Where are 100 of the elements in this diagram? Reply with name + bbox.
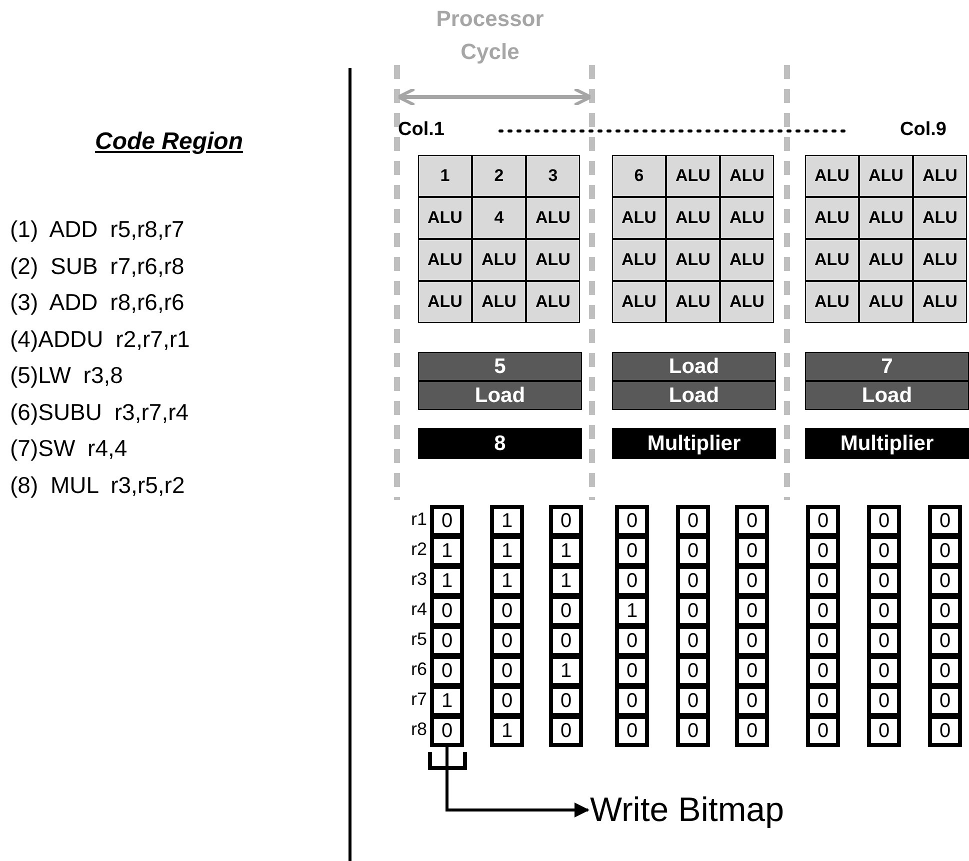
bitmap-column (430, 505, 464, 747)
bit-value: 0 (619, 539, 645, 563)
bit-value: 0 (810, 719, 836, 743)
alu-cell: ALU (805, 239, 859, 281)
write-bitmap-label: Write Bitmap (590, 788, 810, 832)
alu-cell: 2 (472, 155, 526, 197)
bit-value: 0 (810, 539, 836, 563)
bit-value: 0 (680, 629, 706, 653)
bit-value: 0 (739, 509, 765, 533)
bit-value: 0 (619, 659, 645, 683)
alu-cell: ALU (913, 155, 967, 197)
bit-value: 0 (932, 539, 958, 563)
alu-cell: ALU (859, 239, 913, 281)
bit-value: 0 (871, 509, 897, 533)
bit-value: 0 (494, 629, 520, 653)
bit-value: 0 (553, 719, 579, 743)
instruction-line: (6)SUBU r3,r7,r4 (10, 398, 189, 426)
bit-value: 0 (932, 569, 958, 593)
bit-value: 0 (680, 659, 706, 683)
bit-value: 0 (932, 689, 958, 713)
bitmap-column (867, 505, 901, 747)
bit-value: 0 (739, 629, 765, 653)
alu-cell: ALU (805, 155, 859, 197)
bit-value: 0 (680, 539, 706, 563)
bit-value: 0 (553, 689, 579, 713)
bit-value: 0 (434, 599, 460, 623)
alu-cell: ALU (666, 239, 720, 281)
bit-value: 0 (680, 689, 706, 713)
alu-cell: ALU (720, 239, 774, 281)
alu-cell: 1 (418, 155, 472, 197)
bit-value: 0 (871, 539, 897, 563)
instruction-line: (7)SW r4,4 (10, 435, 128, 462)
bit-value: 0 (739, 569, 765, 593)
bit-value: 0 (810, 509, 836, 533)
column-label: Col.9 (900, 119, 946, 141)
bit-value: 0 (810, 659, 836, 683)
bit-value: 0 (680, 569, 706, 593)
bit-value: 1 (434, 569, 460, 593)
alu-cell: ALU (472, 239, 526, 281)
alu-cell: ALU (805, 281, 859, 323)
bit-value: 0 (932, 599, 958, 623)
bit-value: 0 (871, 569, 897, 593)
bit-value: 0 (932, 659, 958, 683)
bit-value: 1 (553, 659, 579, 683)
bit-value: 0 (932, 629, 958, 653)
bit-value: 1 (494, 509, 520, 533)
bitmap-column (928, 505, 962, 747)
instruction-line: (8) MUL r3,r5,r2 (10, 472, 185, 498)
bitmap-column (676, 505, 710, 747)
register-label: r5 (411, 629, 428, 650)
alu-cell: ALU (418, 281, 472, 323)
register-label: r4 (411, 599, 428, 620)
bit-value: 0 (619, 629, 645, 653)
leader-arrow (446, 747, 590, 818)
bit-value: 0 (871, 689, 897, 713)
alu-cell: ALU (859, 281, 913, 323)
alu-cell: ALU (913, 239, 967, 281)
bitmap-column (735, 505, 769, 747)
instruction-line: (4)ADDU r2,r7,r1 (10, 326, 190, 352)
instruction-line: (5)LW r3,8 (10, 362, 123, 389)
bit-value: 0 (680, 719, 706, 743)
multiplier-unit: 8 (418, 428, 582, 459)
load-unit: 7 (805, 352, 969, 381)
alu-cell: ALU (526, 197, 580, 239)
bit-value: 0 (434, 659, 460, 683)
alu-cell: 6 (612, 155, 666, 197)
load-unit: 5 (418, 352, 582, 381)
bit-value: 1 (553, 539, 579, 563)
alu-cell: ALU (913, 281, 967, 323)
bitmap-column (615, 505, 649, 747)
alu-cell: ALU (720, 155, 774, 197)
alu-cell: ALU (805, 197, 859, 239)
alu-cell: ALU (720, 281, 774, 323)
load-unit: Load (612, 381, 776, 410)
bit-value: 0 (434, 629, 460, 653)
bitmap-column (490, 505, 524, 747)
bit-value: 0 (871, 659, 897, 683)
alu-cell: ALU (913, 197, 967, 239)
bit-value: 1 (434, 689, 460, 713)
bit-value: 0 (739, 539, 765, 563)
bit-value: 1 (494, 569, 520, 593)
bit-value: 0 (739, 599, 765, 623)
load-unit: Load (612, 352, 776, 381)
bit-value: 0 (680, 509, 706, 533)
bit-value: 1 (494, 719, 520, 743)
alu-cell: ALU (612, 281, 666, 323)
register-label: r8 (411, 719, 428, 740)
bit-value: 0 (434, 509, 460, 533)
alu-cell: ALU (859, 197, 913, 239)
multiplier-unit: Multiplier (805, 428, 969, 459)
instruction-line: (3) ADD r8,r6,r6 (10, 289, 184, 316)
bit-value: 0 (434, 719, 460, 743)
alu-cell: ALU (666, 197, 720, 239)
bit-value: 0 (810, 629, 836, 653)
register-label: r3 (411, 569, 428, 590)
alu-cell: ALU (526, 281, 580, 323)
alu-cell: ALU (859, 155, 913, 197)
column-label: Col.1 (398, 119, 444, 141)
bit-value: 0 (619, 689, 645, 713)
bitmap-column (806, 505, 840, 747)
